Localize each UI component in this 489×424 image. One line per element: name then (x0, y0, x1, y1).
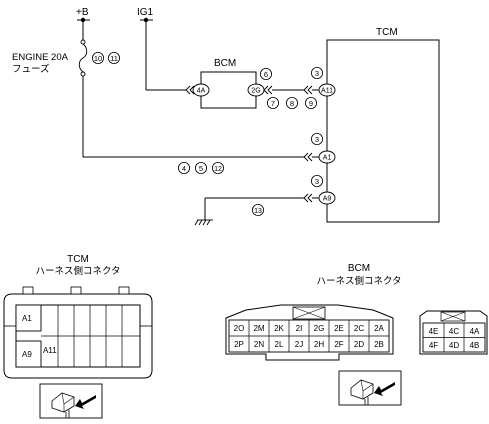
bcm-connector-small (419, 310, 488, 355)
svg-text:A11: A11 (321, 88, 333, 95)
ref-a1-bottom-1: 4 (182, 164, 186, 173)
tcm-connector-pin-a11: A11 (43, 346, 57, 355)
ref-a11: 3 (315, 69, 319, 78)
bcm-pin-2f: 2F (334, 340, 343, 349)
bcm-pin-2g-arrow-icon (263, 85, 273, 95)
tcm-connector-title: TCM (67, 254, 89, 265)
bcm-pin-4f: 4F (429, 341, 438, 350)
bcm-connector-title: BCM (348, 263, 370, 274)
tcm-module-label: TCM (376, 27, 398, 38)
tcm-pin-a1 (318, 150, 336, 164)
bcm-pin-2b: 2B (374, 340, 384, 349)
bcm-pin-2a: 2A (374, 324, 384, 333)
bcm-connector-large (225, 304, 394, 361)
bcm-pin-2e: 2E (334, 324, 344, 333)
tcm-pin-a11 (318, 83, 336, 97)
bcm-pin-4e: 4E (429, 327, 439, 336)
tcm-pin-a11-arrow-icon (303, 85, 313, 95)
bcm-pin-2i: 2I (296, 324, 303, 333)
bcm-pin-4a-cell: 4A (470, 327, 480, 336)
bcm-pin-4a (192, 83, 210, 97)
bcm-pin-2d: 2D (354, 340, 364, 349)
bcm-pin-4b: 4B (470, 341, 480, 350)
ref-ground: 13 (254, 208, 262, 215)
ref-bcm-bottom-3: 9 (309, 99, 313, 108)
fuse-icon (78, 39, 88, 77)
connector-plug-icon-bcm (338, 370, 402, 406)
bcm-pin-2k: 2K (274, 324, 284, 333)
ig1-label: IG1 (137, 7, 154, 18)
bcm-pin-2o: 2O (234, 324, 245, 333)
arrow-icon (75, 395, 96, 409)
fuse-ref-1: 10 (94, 54, 102, 63)
svg-text:A9: A9 (323, 196, 332, 203)
tcm-module (326, 39, 440, 223)
ref-a1-top: 3 (315, 135, 319, 144)
bcm-pin-2c: 2C (354, 324, 364, 333)
tcm-pin-a9-arrow-icon (303, 193, 313, 203)
fuse-sub: フューズ (12, 63, 50, 75)
ref-bcm-bottom-2: 8 (290, 99, 294, 108)
bcm-pin-2h: 2H (314, 340, 324, 349)
tcm-connector-pin-a1: A1 (22, 314, 32, 323)
bcm-module-label: BCM (214, 58, 236, 69)
ref-bcm-bottom-1: 7 (271, 99, 275, 108)
ground-icon (194, 219, 213, 226)
bcm-pin-2n: 2N (254, 340, 264, 349)
tcm-connector (3, 286, 153, 379)
bcm-pin-2l: 2L (275, 340, 284, 349)
svg-text:A1: A1 (323, 155, 332, 162)
bcm-pin-2m: 2M (253, 324, 264, 333)
tcm-pin-a9 (318, 191, 336, 205)
arrow-icon-bcm (374, 382, 395, 396)
fuse-name: ENGINE 20A (12, 52, 69, 63)
ref-a9: 3 (315, 177, 319, 186)
bcm-pin-4d: 4D (449, 341, 459, 350)
tcm-connector-pin-a9: A9 (22, 350, 32, 359)
plus-b-label: +B (76, 7, 89, 18)
ref-a1-bottom-2: 5 (199, 164, 203, 173)
fuse-ref-2: 11 (110, 54, 118, 63)
ref-a1-bottom-3: 12 (214, 166, 222, 173)
bcm-connector-subtitle: ハーネス側コネクタ (316, 275, 401, 287)
svg-text:2G: 2G (251, 88, 260, 95)
bcm-pin-4c: 4C (449, 327, 459, 336)
ref-bcm-top: 6 (264, 70, 268, 79)
tcm-connector-subtitle: ハーネス側コネクタ (35, 265, 120, 277)
connector-plug-icon (39, 383, 103, 419)
bcm-pin-4a-arrow-icon (185, 85, 195, 95)
tcm-pin-a1-arrow-icon (303, 152, 313, 162)
svg-text:4A: 4A (197, 88, 206, 95)
bcm-pin-2p: 2P (234, 340, 244, 349)
bcm-pin-2g-cell: 2G (314, 324, 325, 333)
bcm-pin-2j: 2J (295, 340, 303, 349)
